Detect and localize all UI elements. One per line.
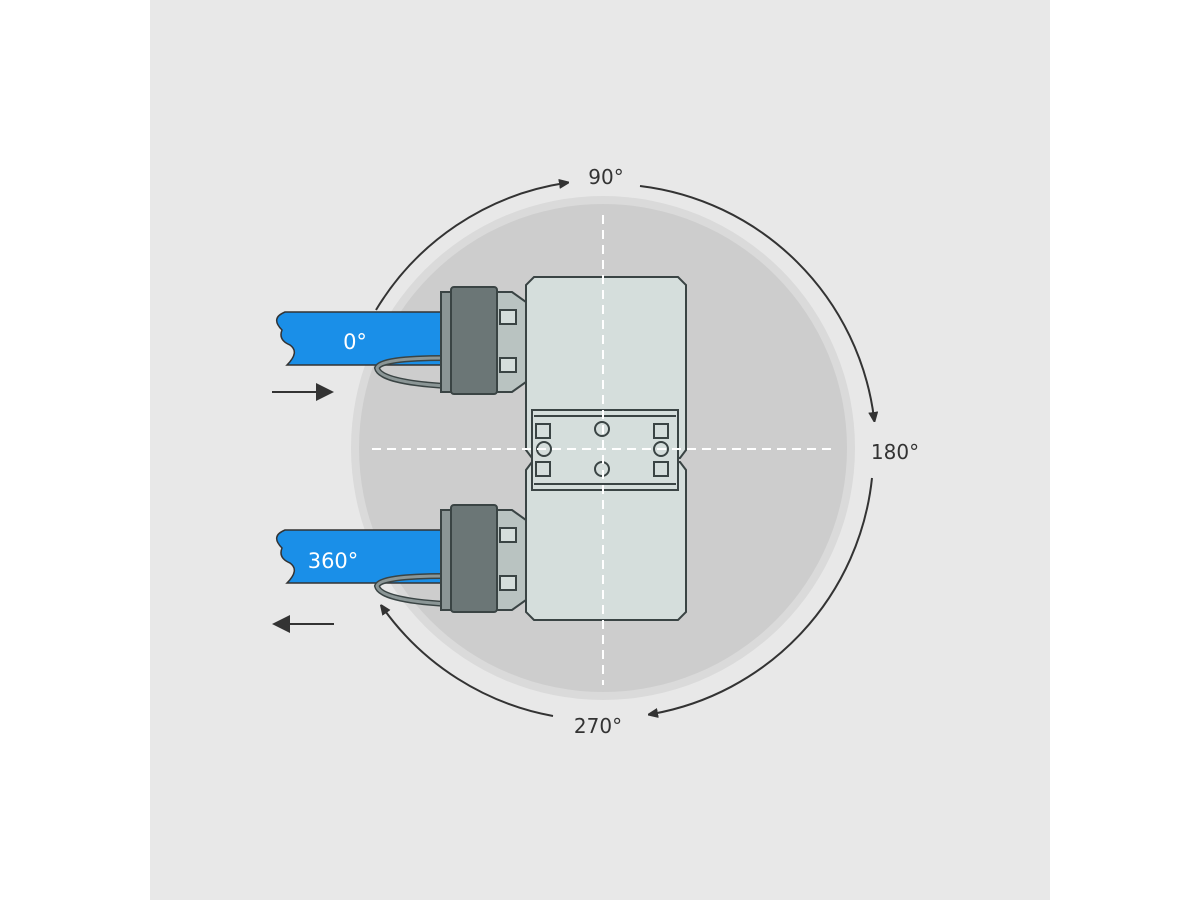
arrow-left-icon bbox=[272, 615, 334, 633]
label-90: 90° bbox=[588, 165, 623, 189]
center-crosshair bbox=[372, 215, 836, 685]
arrow-right-icon bbox=[272, 383, 334, 401]
label-270: 270° bbox=[574, 714, 622, 738]
module-lower bbox=[525, 461, 687, 621]
cable-start bbox=[276, 311, 459, 389]
rotation-arrow-icon bbox=[375, 183, 874, 716]
label-360: 360° bbox=[308, 549, 359, 573]
label-180: 180° bbox=[871, 440, 919, 464]
connector-lower bbox=[440, 504, 527, 613]
label-0: 0° bbox=[343, 330, 367, 354]
connector-upper bbox=[440, 286, 527, 395]
cable-end bbox=[276, 529, 459, 607]
